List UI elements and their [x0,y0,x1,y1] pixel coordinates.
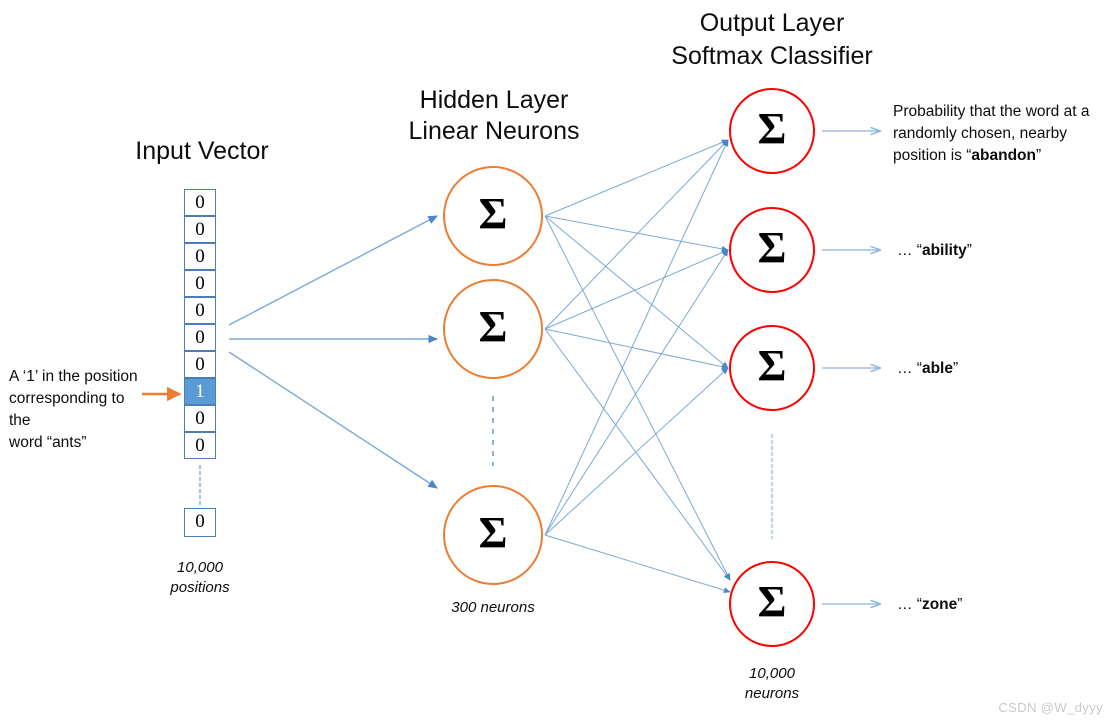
output-label-zone-suffix: ” [957,596,963,613]
wire-input-to-hidden-3 [228,351,438,489]
vector-cell-last[interactable]: 0 [184,508,216,537]
output-word-zone: zone [921,596,958,613]
wire-h1-o4 [544,215,731,581]
highlight-annotation-line2: corresponding to the [9,390,125,429]
output-label-abandon: Probability that the word at a randomly … [893,101,1115,167]
output-label-ability-suffix: ” [966,242,972,259]
vector-cell[interactable]: 0 [184,351,216,378]
output-layer-caption-line2: neurons [744,685,800,702]
output-word-ability: ability [921,242,967,259]
output-label-abandon-line1: Probability that the word at a [893,103,1090,120]
page-title-hidden-line2: Linear Neurons [408,117,580,145]
vector-cell[interactable]: 0 [184,297,216,324]
hidden-layer-caption: 300 neurons [451,599,535,616]
hidden-neuron-2[interactable]: Σ [443,279,543,379]
output-neuron-3[interactable]: Σ [729,325,815,411]
output-label-abandon-suffix: ” [1036,147,1042,164]
sigma-glyph: Σ [757,104,787,153]
output-label-zone-prefix: … “ [897,596,922,613]
wire-h2-o2 [544,249,729,330]
sigma-glyph: Σ [478,508,508,557]
wire-h3-o4 [544,534,731,594]
sigma-glyph: Σ [478,302,508,351]
page-title-hidden-line1: Hidden Layer [419,86,569,114]
output-label-abandon-line3: position is “abandon” [893,145,1115,167]
output-label-ability-prefix: … “ [897,242,922,259]
hidden-neuron-1[interactable]: Σ [443,166,543,266]
output-label-zone: … “zone” [897,594,962,616]
output-label-able-prefix: … “ [897,360,922,377]
output-label-abandon-prefix: position is “ [893,147,972,164]
highlight-annotation-line1: A ‘1’ in the position [9,368,138,385]
wire-h1-o2 [544,215,729,252]
vector-cell[interactable]: 0 [184,216,216,243]
vector-cell[interactable]: 0 [184,324,216,351]
vector-cell[interactable]: 0 [184,270,216,297]
wire-h2-o4 [544,328,731,581]
highlight-annotation-line3: word “ants” [9,434,87,451]
output-neuron-1[interactable]: Σ [729,88,815,174]
vector-cell[interactable]: 0 [184,189,216,216]
output-label-ability: … “ability” [897,240,972,262]
sigma-glyph: Σ [757,223,787,272]
sigma-glyph: Σ [478,189,508,238]
vector-cell[interactable]: 0 [184,405,216,432]
output-word-abandon: abandon [971,147,1036,164]
sigma-glyph: Σ [757,577,787,626]
input-vector-caption-line2: positions [170,579,230,596]
wire-h3-o1 [544,139,729,536]
page-title-input: Input Vector [135,137,269,165]
page-title-output-line2: Softmax Classifier [671,42,873,70]
wire-h2-o1 [544,139,729,330]
watermark: CSDN @W_dyyy [998,700,1103,715]
output-word-able: able [921,360,953,377]
output-neuron-2[interactable]: Σ [729,207,815,293]
vector-cell[interactable]: 0 [184,243,216,270]
wire-h1-o3 [544,215,729,369]
highlight-annotation: A ‘1’ in the position corresponding to t… [9,366,145,454]
vector-cell[interactable]: 0 [184,432,216,459]
output-label-abandon-line2: randomly chosen, nearby [893,125,1068,142]
hidden-neuron-3[interactable]: Σ [443,485,543,585]
sigma-glyph: Σ [757,341,787,390]
output-neuron-4[interactable]: Σ [729,561,815,647]
wire-h3-o3 [544,367,729,536]
output-label-able: … “able” [897,358,958,380]
wire-h2-o3 [544,328,729,370]
input-vector-caption-line1: 10,000 [177,559,223,576]
wire-h3-o2 [544,249,729,536]
output-label-able-suffix: ” [952,360,959,377]
output-layer-caption-line1: 10,000 [749,665,795,682]
wire-input-to-hidden-1 [228,215,438,326]
wire-h1-o1 [544,139,729,217]
vector-cell-highlighted[interactable]: 1 [184,378,216,405]
page-title-output-line1: Output Layer [699,9,845,37]
